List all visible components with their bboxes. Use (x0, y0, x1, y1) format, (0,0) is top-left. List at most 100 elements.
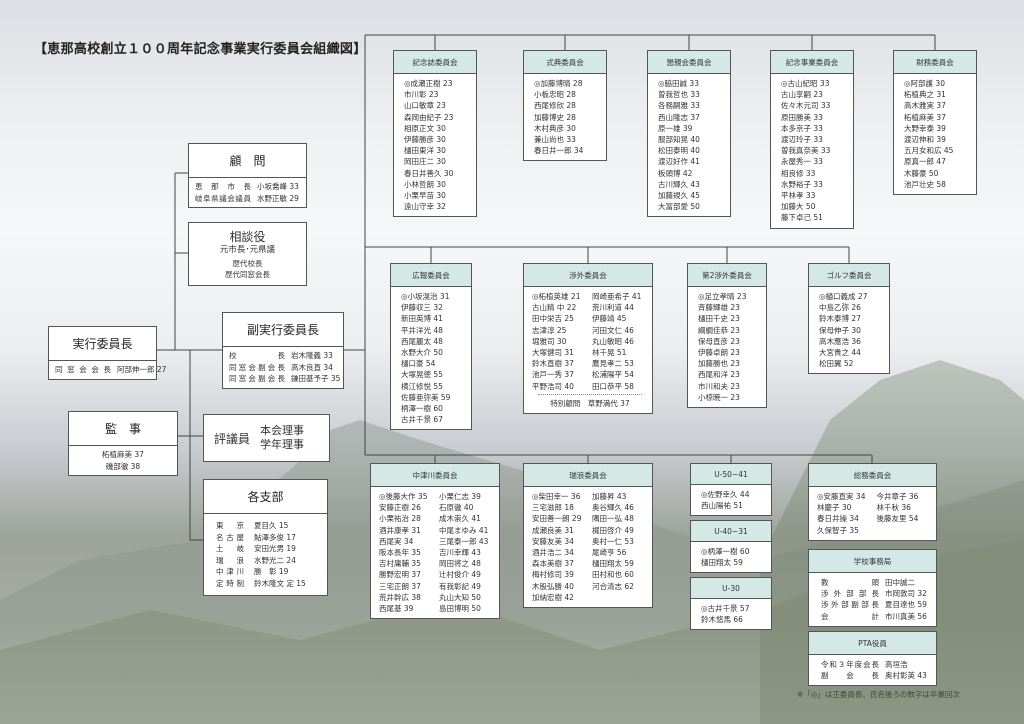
member: 勝野宏明 37 (379, 570, 421, 580)
member: 古山享嗣 23 (781, 90, 823, 100)
person: 夏目達也 59 (885, 600, 927, 610)
member: ◎佐野幸久 44 (701, 490, 750, 499)
member: 酒井康孝 31 (379, 525, 421, 535)
member: 松田泰明 40 (658, 146, 700, 156)
soudan-line: 元市長･元県議 (219, 245, 276, 255)
footnote: ※「◎」は正委員長、氏名後ろの数字は卒業回次 (797, 690, 960, 699)
committee-header: 懇親会委員会 (648, 51, 730, 74)
member: 相原正文 30 (404, 123, 446, 133)
member: 田口恭平 58 (592, 381, 634, 391)
member: 兼山尚也 33 (534, 135, 576, 145)
role-row: 同窓会副会長高木良直 34 (229, 362, 337, 374)
member: 阪本長年 35 (379, 548, 421, 558)
soudan-title: 相談役 (229, 230, 266, 244)
role: 同窓会副会長 (229, 362, 285, 372)
member: 有我彰記 49 (439, 581, 481, 591)
council-members: 本会理事学年理事 (260, 424, 304, 452)
member: 横江修悦 55 (401, 381, 443, 391)
member: 加納宏樹 42 (532, 592, 574, 602)
member: 河合清志 62 (592, 581, 634, 591)
member: 曽我哲也 33 (658, 90, 700, 100)
member: 成瀬良美 31 (532, 525, 574, 535)
member: 大塚晃徳 55 (401, 370, 443, 380)
member: 加藤昇 43 (592, 492, 627, 501)
member: 加藤規久 45 (658, 191, 700, 201)
member: 大塚健司 31 (532, 348, 574, 358)
member: 三宅正朗 37 (379, 581, 421, 591)
member: 小栗仁志 39 (439, 492, 481, 501)
member: 大野幸泰 39 (904, 123, 946, 133)
committee-header: 渉外委員会 (524, 264, 652, 287)
member: 松浦陽平 54 (592, 370, 634, 380)
member: 高木雅実 37 (904, 101, 946, 111)
member: 鈴木泰博 27 (819, 314, 861, 324)
committee-header: 財務委員会 (894, 51, 976, 74)
member: 伊藤勝彦 30 (404, 135, 446, 145)
member: 春日井一郎 34 (534, 146, 584, 156)
member-list: 令和３年度会長高垣浩副 会 長奥村彰英 43 (809, 655, 936, 685)
member: 堀雅司 30 (532, 336, 567, 346)
person: 水野正敏 29 (257, 193, 299, 203)
member: 曽我真奈美 33 (781, 146, 831, 156)
member: 小栗祐治 28 (379, 514, 421, 524)
member: 岡田将之 48 (439, 559, 481, 569)
member: 梅村修司 39 (532, 570, 574, 580)
member: 小栗早苗 30 (404, 191, 446, 201)
chart-title: 【恵那高校創立１００周年記念事業実行委員会組織図】 (34, 42, 367, 57)
member: 古井千景 67 (401, 415, 443, 425)
box-title: 副実行委員長 (223, 313, 343, 347)
committee-header: 記念誌委員会 (394, 51, 476, 74)
box-council: 評議員本会理事学年理事 (203, 414, 330, 462)
box-body: 同窓会会長阿部伸一郎 27 (49, 361, 166, 379)
committee-header: ゴルフ委員会 (809, 264, 889, 287)
member: 安田善一朗 29 (532, 514, 582, 524)
member: 中尾まゆみ 41 (439, 525, 489, 535)
member: 新田英博 41 (401, 314, 443, 324)
person: 鎌田基予子 35 (291, 374, 341, 383)
member: 綱繝佳恭 23 (698, 325, 740, 335)
role: 副 会 長 (821, 671, 879, 681)
member: 丸山敏昭 46 (592, 336, 634, 346)
box-title: 顧 問 (189, 144, 306, 178)
role-row: 名古屋鮎澤多俊 17 (216, 532, 315, 544)
member: 保母直彦 23 (698, 336, 740, 346)
box-title: 実行委員長 (49, 327, 156, 361)
member: 木股弘勝 40 (532, 581, 574, 591)
member: 岡田庄二 30 (404, 157, 446, 167)
member: 永屋秀一 33 (781, 157, 823, 167)
member: 尾崎亨 56 (592, 548, 627, 558)
person: 高垣浩 (885, 660, 908, 669)
council-member: 本会理事 (260, 424, 305, 437)
member: 西尾麗太 48 (401, 336, 443, 346)
member: 大宮貴之 44 (819, 348, 861, 358)
member: 柄澤一樹 60 (401, 404, 443, 414)
person: 市川真美 56 (885, 611, 927, 621)
member: ◎脇田誠 33 (658, 79, 699, 88)
member: 大冨部愛 50 (658, 202, 700, 212)
member: 佐藤亜弥美 59 (401, 392, 451, 402)
member: 水野裕子 33 (781, 179, 823, 189)
person: 水野光二 24 (254, 555, 296, 565)
box-chair: 実行委員長同窓会会長阿部伸一郎 27 (48, 326, 166, 380)
committee-header: 記念事業委員会 (771, 51, 853, 74)
member: 原真一郎 47 (904, 157, 946, 167)
member: ◎古山紀昭 33 (781, 79, 830, 88)
member: ◎加藤博晴 28 (534, 79, 583, 88)
role-row: 恵 那 市 長小坂喬峰 33 (195, 181, 300, 193)
role-row: 教 頭田中誠二 (821, 577, 932, 588)
box-soudan: 相談役元市長･元県議歴代校長歴代同窓会長 (188, 222, 307, 286)
member: 隅田一弘 48 (592, 514, 634, 524)
